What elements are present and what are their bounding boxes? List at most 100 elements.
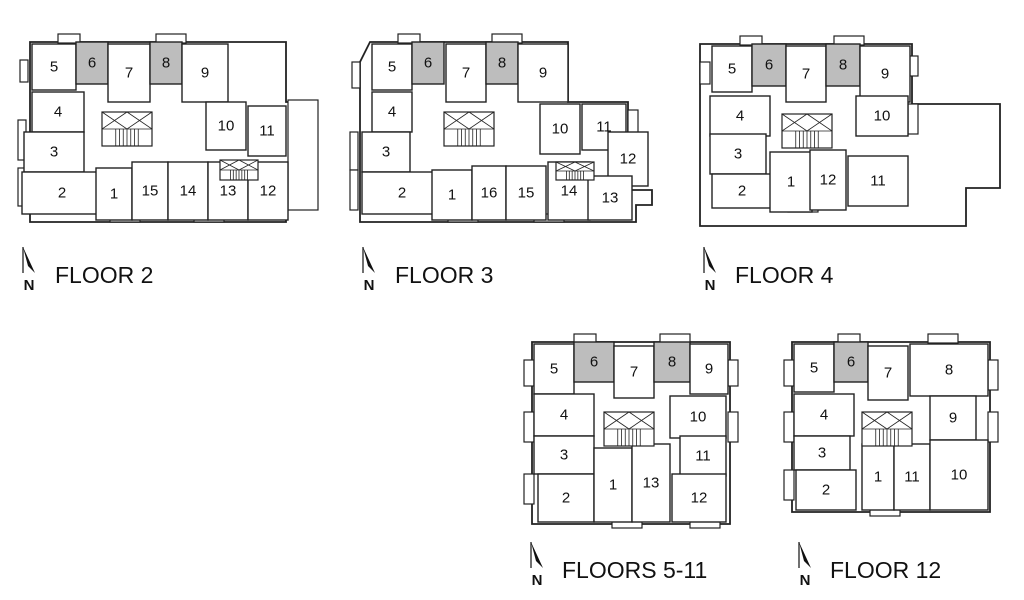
unit-10[interactable]: 10 (669, 395, 727, 439)
unit-3[interactable]: 3 (23, 131, 85, 173)
unit-4[interactable]: 4 (371, 91, 413, 133)
unit-8[interactable]: 8 (909, 343, 989, 397)
balcony-outline (57, 33, 81, 44)
unit-number: 3 (382, 144, 390, 161)
unit-number: 12 (691, 490, 708, 507)
unit-1[interactable]: 1 (95, 167, 133, 221)
unit-1[interactable]: 1 (431, 169, 473, 221)
unit-2[interactable]: 2 (361, 171, 443, 215)
unit-9[interactable]: 9 (929, 395, 977, 441)
unit-8[interactable]: 8 (825, 43, 861, 87)
unit-12[interactable]: 12 (247, 161, 289, 221)
unit-number: 1 (448, 187, 456, 204)
unit-5[interactable]: 5 (533, 343, 575, 395)
unit-13[interactable]: 13 (631, 443, 671, 523)
unit-6[interactable]: 6 (75, 41, 109, 85)
unit-12[interactable]: 12 (671, 473, 727, 523)
unit-5[interactable]: 5 (711, 45, 753, 93)
unit-number: 8 (668, 354, 676, 371)
unit-number: 5 (550, 361, 558, 378)
unit-number: 12 (620, 151, 637, 168)
unit-6[interactable]: 6 (833, 341, 869, 383)
unit-2[interactable]: 2 (21, 171, 103, 215)
unit-number: 2 (58, 185, 66, 202)
unit-shape (861, 443, 895, 511)
unit-3[interactable]: 3 (793, 435, 851, 471)
unit-number: 8 (839, 57, 847, 74)
unit-7[interactable]: 7 (445, 43, 487, 103)
unit-11[interactable]: 11 (893, 443, 931, 511)
unit-4[interactable]: 4 (709, 95, 771, 137)
unit-8[interactable]: 8 (653, 341, 691, 383)
unit-7[interactable]: 7 (613, 345, 655, 399)
unit-2[interactable]: 2 (537, 473, 595, 523)
unit-6[interactable]: 6 (573, 341, 615, 383)
unit-2[interactable]: 2 (711, 173, 773, 209)
unit-shape (205, 101, 247, 151)
unit-14[interactable]: 14 (167, 161, 209, 221)
unit-number: 1 (110, 186, 118, 203)
unit-5[interactable]: 5 (31, 43, 77, 91)
elevator-stair-core (781, 113, 833, 149)
unit-shape (671, 473, 727, 523)
unit-9[interactable]: 9 (181, 43, 229, 103)
unit-7[interactable]: 7 (867, 345, 909, 401)
floor-caption: FLOOR 4 (735, 262, 834, 288)
unit-3[interactable]: 3 (533, 435, 595, 475)
unit-9[interactable]: 9 (689, 343, 729, 395)
unit-16[interactable]: 16 (471, 165, 507, 221)
unit-10[interactable]: 10 (539, 103, 581, 155)
balcony-outline (349, 169, 359, 211)
unit-shape (769, 151, 813, 213)
unit-10[interactable]: 10 (205, 101, 247, 151)
unit-4[interactable]: 4 (793, 393, 855, 437)
unit-8[interactable]: 8 (485, 41, 519, 85)
unit-number: 8 (162, 55, 170, 72)
unit-number: 2 (822, 482, 830, 499)
unit-number: 13 (220, 183, 237, 200)
unit-3[interactable]: 3 (709, 133, 767, 175)
balcony-outline (987, 359, 999, 391)
unit-6[interactable]: 6 (411, 41, 445, 85)
unit-number: 14 (561, 183, 578, 200)
unit-6[interactable]: 6 (751, 43, 787, 87)
unit-15[interactable]: 15 (131, 161, 169, 221)
unit-number: 10 (951, 467, 968, 484)
unit-8[interactable]: 8 (149, 41, 183, 85)
unit-11[interactable]: 11 (679, 435, 727, 477)
unit-15[interactable]: 15 (505, 165, 547, 221)
unit-shape (793, 393, 855, 437)
unit-shape (669, 395, 727, 439)
unit-3[interactable]: 3 (361, 131, 411, 173)
balcony-outline (19, 59, 29, 83)
unit-shape (709, 95, 771, 137)
balcony-outline (927, 333, 959, 344)
unit-4[interactable]: 4 (533, 393, 595, 437)
unit-1[interactable]: 1 (769, 151, 813, 213)
unit-5[interactable]: 5 (793, 343, 835, 393)
unit-number: 11 (695, 448, 711, 465)
unit-11[interactable]: 11 (247, 105, 287, 157)
unit-9[interactable]: 9 (859, 45, 911, 103)
unit-10[interactable]: 10 (855, 95, 909, 137)
unit-13[interactable]: 13 (587, 175, 633, 221)
unit-shape (613, 345, 655, 399)
unit-7[interactable]: 7 (785, 45, 827, 103)
unit-number: 11 (596, 119, 612, 136)
unit-12[interactable]: 12 (809, 149, 847, 211)
unit-1[interactable]: 1 (861, 443, 895, 511)
unit-10[interactable]: 10 (929, 439, 989, 511)
floor-caption: FLOORS 5-11 (562, 557, 707, 583)
unit-4[interactable]: 4 (31, 91, 85, 133)
unit-5[interactable]: 5 (371, 43, 413, 91)
unit-1[interactable]: 1 (593, 447, 633, 523)
unit-7[interactable]: 7 (107, 43, 151, 103)
unit-highlighted-shape (833, 341, 869, 383)
unit-11[interactable]: 11 (847, 155, 909, 207)
unit-highlighted-shape (411, 41, 445, 85)
unit-9[interactable]: 9 (517, 43, 569, 103)
unit-shape (809, 149, 847, 211)
unit-2[interactable]: 2 (795, 469, 857, 511)
north-letter: N (705, 277, 716, 294)
